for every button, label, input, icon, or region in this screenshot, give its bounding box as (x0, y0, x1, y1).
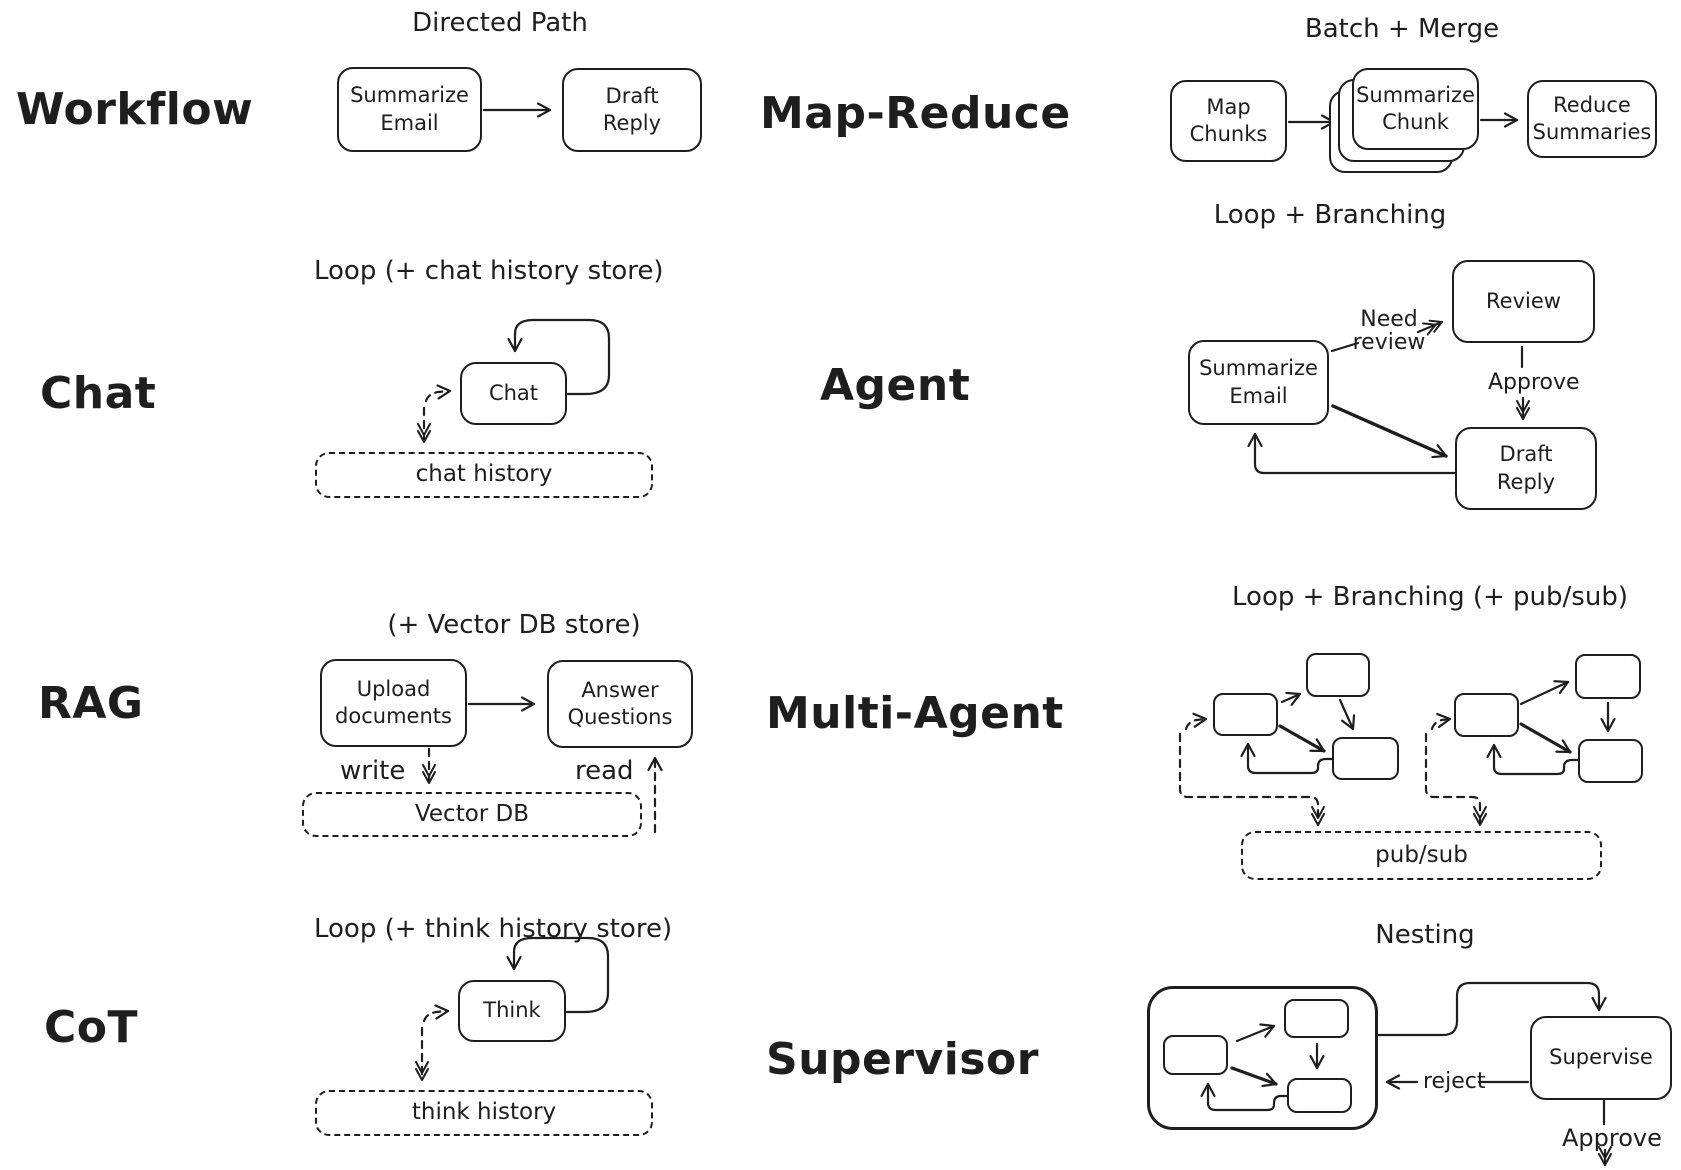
cot-section-label: CoT (44, 1002, 139, 1053)
ma1-agent-node-top (1306, 653, 1370, 697)
ma2-agent-node-top (1575, 654, 1641, 699)
agent-section-label: Agent (820, 360, 971, 411)
agent-node-review: Review (1452, 260, 1595, 343)
agent-node-draft-reply: Draft Reply (1455, 427, 1597, 510)
sv-left-top-arrow (1235, 1023, 1276, 1043)
agent-node-summarize-email: Summarize Email (1188, 340, 1329, 425)
agent-need-review-arrow (1416, 319, 1444, 336)
ma1-pubsub-arrow (1178, 732, 1325, 827)
agent-need-review-line (1330, 341, 1360, 353)
ma2-in-arrow (1430, 712, 1452, 731)
supervisor-section-label: Supervisor (766, 1034, 1039, 1085)
ma2-agent-node-left (1454, 693, 1519, 737)
supervisor-team-node-left (1163, 1035, 1228, 1075)
ma1-in-arrow (1184, 712, 1208, 731)
sv-direct-arrow (1230, 1066, 1278, 1088)
rag-edge-write-label: write (340, 756, 406, 786)
cot-loop-arrow (506, 936, 610, 1014)
multi-agent-pubsub-store: pub/sub (1241, 831, 1602, 880)
ma1-loop-arrow (1240, 742, 1336, 775)
rag-pattern-title: (+ Vector DB store) (387, 610, 641, 640)
rag-node-answer-questions: Answer Questions (547, 660, 693, 748)
supervisor-node-supervise: Supervise (1530, 1016, 1672, 1100)
map-reduce-section-label: Map-Reduce (760, 88, 1071, 139)
workflow-section-label: Workflow (16, 84, 254, 135)
map-reduce-node-reduce-summaries: Reduce Summaries (1527, 80, 1657, 158)
cot-pattern-title: Loop (+ think history store) (314, 914, 673, 944)
agent-direct-arrow (1331, 404, 1448, 459)
chat-store-in-arrow (424, 384, 452, 403)
multi-agent-pattern-title: Loop + Branching (+ pub/sub) (1232, 582, 1628, 612)
sv-out-arrow (1377, 981, 1607, 1037)
workflow-node-draft-reply: Draft Reply (562, 68, 702, 152)
chat-pattern-title: Loop (+ chat history store) (314, 256, 664, 286)
cot-node-think: Think (458, 980, 566, 1042)
agent-return-arrow (1247, 432, 1458, 475)
workflow-node-summarize-email: Summarize Email (337, 67, 482, 152)
rag-section-label: RAG (38, 678, 144, 729)
agent-edge-approve-label: Approve (1488, 370, 1580, 395)
ma1-agent-node-left (1213, 693, 1278, 736)
map-reduce-node-map-chunks: Map Chunks (1170, 80, 1287, 162)
supervisor-edge-approve-label: Approve (1562, 1124, 1662, 1152)
rag-vector-db-store: Vector DB (302, 792, 642, 837)
map-reduce-pattern-title: Batch + Merge (1304, 14, 1500, 44)
workflow-pattern-title: Directed Path (412, 8, 588, 38)
chat-section-label: Chat (40, 368, 157, 419)
cot-think-history-store: think history (315, 1090, 653, 1136)
rag-edge-read-label: read (575, 756, 634, 786)
supervisor-pattern-title: Nesting (1375, 920, 1475, 950)
chat-loop-arrow (507, 318, 611, 396)
ma2-agent-node-bottom (1578, 739, 1643, 783)
ma1-direct-arrow (1278, 724, 1326, 753)
ma2-loop-arrow (1486, 743, 1582, 776)
chat-node-chat: Chat (460, 362, 567, 425)
rag-node-upload-documents: Upload documents (320, 659, 467, 747)
supervisor-edge-reject-label: reject (1423, 1069, 1486, 1094)
chat-history-store: chat history (315, 452, 653, 498)
ma1-top-bottom-arrow (1338, 698, 1356, 731)
agent-edge-need-review-label: Need review (1352, 307, 1426, 356)
supervisor-team-container (1147, 986, 1378, 1130)
sv-loop-arrow (1200, 1082, 1291, 1112)
map-reduce-node-summarize-chunk: Summarize Chunk (1352, 68, 1479, 150)
ma1-left-top-arrow (1280, 691, 1302, 706)
ma2-direct-arrow (1519, 722, 1572, 754)
ma1-agent-node-bottom (1332, 737, 1399, 780)
agent-pattern-title: Loop + Branching (1213, 200, 1447, 230)
supervisor-team-node-top (1284, 999, 1349, 1038)
ma2-left-top-arrow (1519, 680, 1570, 706)
supervisor-team-node-bottom (1287, 1078, 1352, 1113)
ma2-pubsub-arrow (1424, 732, 1487, 827)
cot-store-in-arrow (422, 1004, 450, 1023)
multi-agent-section-label: Multi-Agent (766, 688, 1064, 739)
